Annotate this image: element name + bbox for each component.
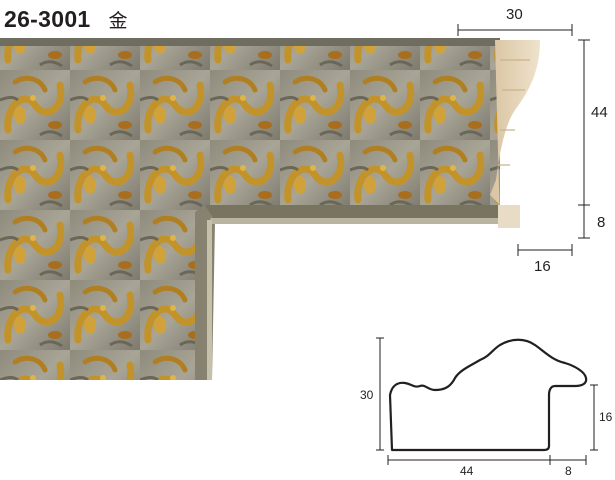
product-title: 26-3001 金 <box>4 6 128 33</box>
label-lip-height: 8 <box>597 214 606 231</box>
label-right-height: 44 <box>591 104 608 121</box>
frame-top-rail <box>0 38 500 380</box>
label-top-width: 30 <box>506 6 523 23</box>
label-profile-height: 30 <box>360 388 374 402</box>
product-color: 金 <box>108 11 128 32</box>
label-profile-lip-height: 16 <box>599 410 613 424</box>
profile-cross-section <box>388 338 588 452</box>
label-profile-lip-width: 8 <box>565 464 572 478</box>
label-lip-width: 16 <box>534 258 551 275</box>
frame-wood-end <box>490 40 540 228</box>
label-profile-width: 44 <box>460 464 474 478</box>
product-code: 26-3001 <box>4 6 91 32</box>
